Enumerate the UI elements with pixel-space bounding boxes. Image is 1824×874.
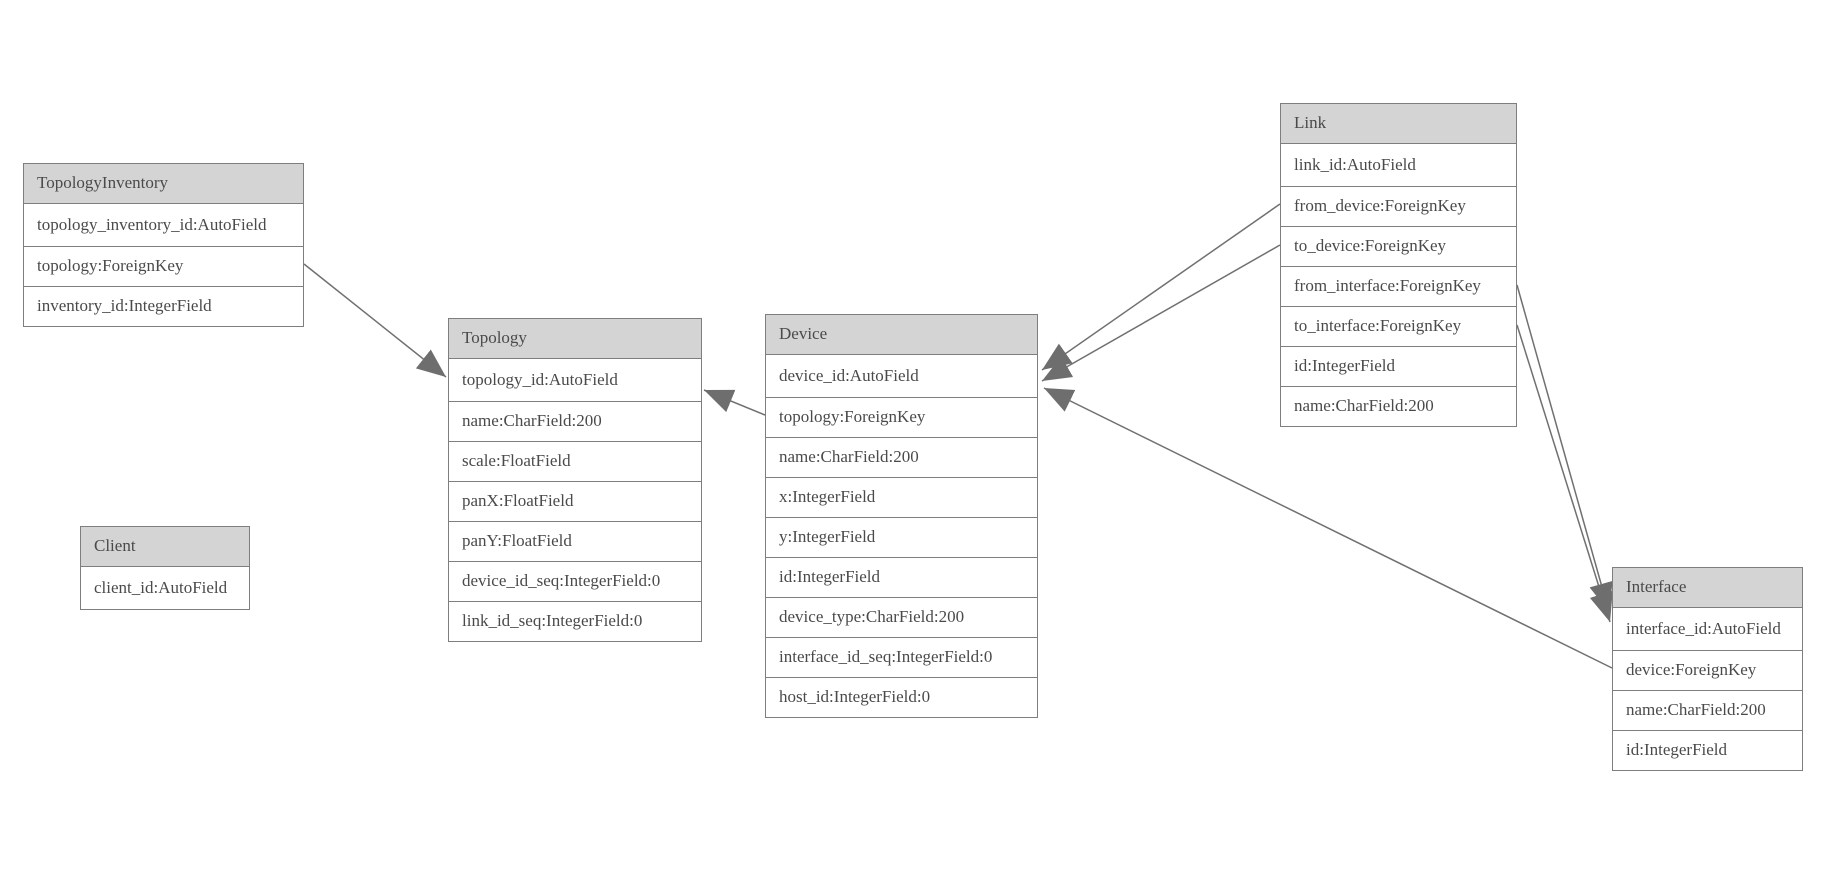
entity-field-row: device_id_seq:IntegerField:0 xyxy=(449,561,701,601)
entity-field-row: device:ForeignKey xyxy=(1613,650,1802,690)
entity-field-row: to_device:ForeignKey xyxy=(1281,226,1516,266)
entity-header-topologyinventory: TopologyInventory xyxy=(24,164,303,204)
entity-field-row: client_id:AutoField xyxy=(81,569,249,609)
entity-field-row: name:CharField:200 xyxy=(766,437,1037,477)
entity-field-row: to_interface:ForeignKey xyxy=(1281,306,1516,346)
entity-field-row: topology_inventory_id:AutoField xyxy=(24,206,303,246)
entity-field-row: name:CharField:200 xyxy=(1613,690,1802,730)
entity-fields: client_id:AutoField xyxy=(81,567,249,609)
edge-interface-device-to-device xyxy=(1043,387,1613,669)
entity-field-row: link_id_seq:IntegerField:0 xyxy=(449,601,701,641)
entity-field-row: id:IntegerField xyxy=(1281,346,1516,386)
entity-field-row: interface_id_seq:IntegerField:0 xyxy=(766,637,1037,677)
entity-header-device: Device xyxy=(766,315,1037,355)
entity-field-row: device_type:CharField:200 xyxy=(766,597,1037,637)
entity-header-client: Client xyxy=(81,527,249,567)
entity-header-interface: Interface xyxy=(1613,568,1802,608)
entity-field-row: x:IntegerField xyxy=(766,477,1037,517)
edge-link-to_device-to-device xyxy=(1041,244,1281,382)
edge-device-topology-to-topology xyxy=(703,389,766,416)
entity-field-row: scale:FloatField xyxy=(449,441,701,481)
entity-field-row: topology:ForeignKey xyxy=(766,397,1037,437)
entity-header-link: Link xyxy=(1281,104,1516,144)
entity-field-row: link_id:AutoField xyxy=(1281,146,1516,186)
entity-field-row: name:CharField:200 xyxy=(449,401,701,441)
entity-field-row: device_id:AutoField xyxy=(766,357,1037,397)
entity-field-row: panY:FloatField xyxy=(449,521,701,561)
edge-link-from_device-to-device xyxy=(1041,203,1281,371)
entity-field-row: topology_id:AutoField xyxy=(449,361,701,401)
entity-field-row: panX:FloatField xyxy=(449,481,701,521)
edge-link-from_interface-to-interface xyxy=(1516,284,1613,613)
entity-field-row: interface_id:AutoField xyxy=(1613,610,1802,650)
entity-field-row: name:CharField:200 xyxy=(1281,386,1516,426)
entity-field-row: topology:ForeignKey xyxy=(24,246,303,286)
entity-field-row: id:IntegerField xyxy=(766,557,1037,597)
entity-field-row: host_id:IntegerField:0 xyxy=(766,677,1037,717)
entity-field-row: from_device:ForeignKey xyxy=(1281,186,1516,226)
entity-field-row: inventory_id:IntegerField xyxy=(24,286,303,326)
entity-field-row: id:IntegerField xyxy=(1613,730,1802,770)
entity-header-topology: Topology xyxy=(449,319,701,359)
edge-topologyinventory-topology-to-topology xyxy=(303,263,447,378)
edge-link-to_interface-to-interface xyxy=(1516,324,1613,623)
entity-field-row: from_interface:ForeignKey xyxy=(1281,266,1516,306)
entity-field-row: y:IntegerField xyxy=(766,517,1037,557)
